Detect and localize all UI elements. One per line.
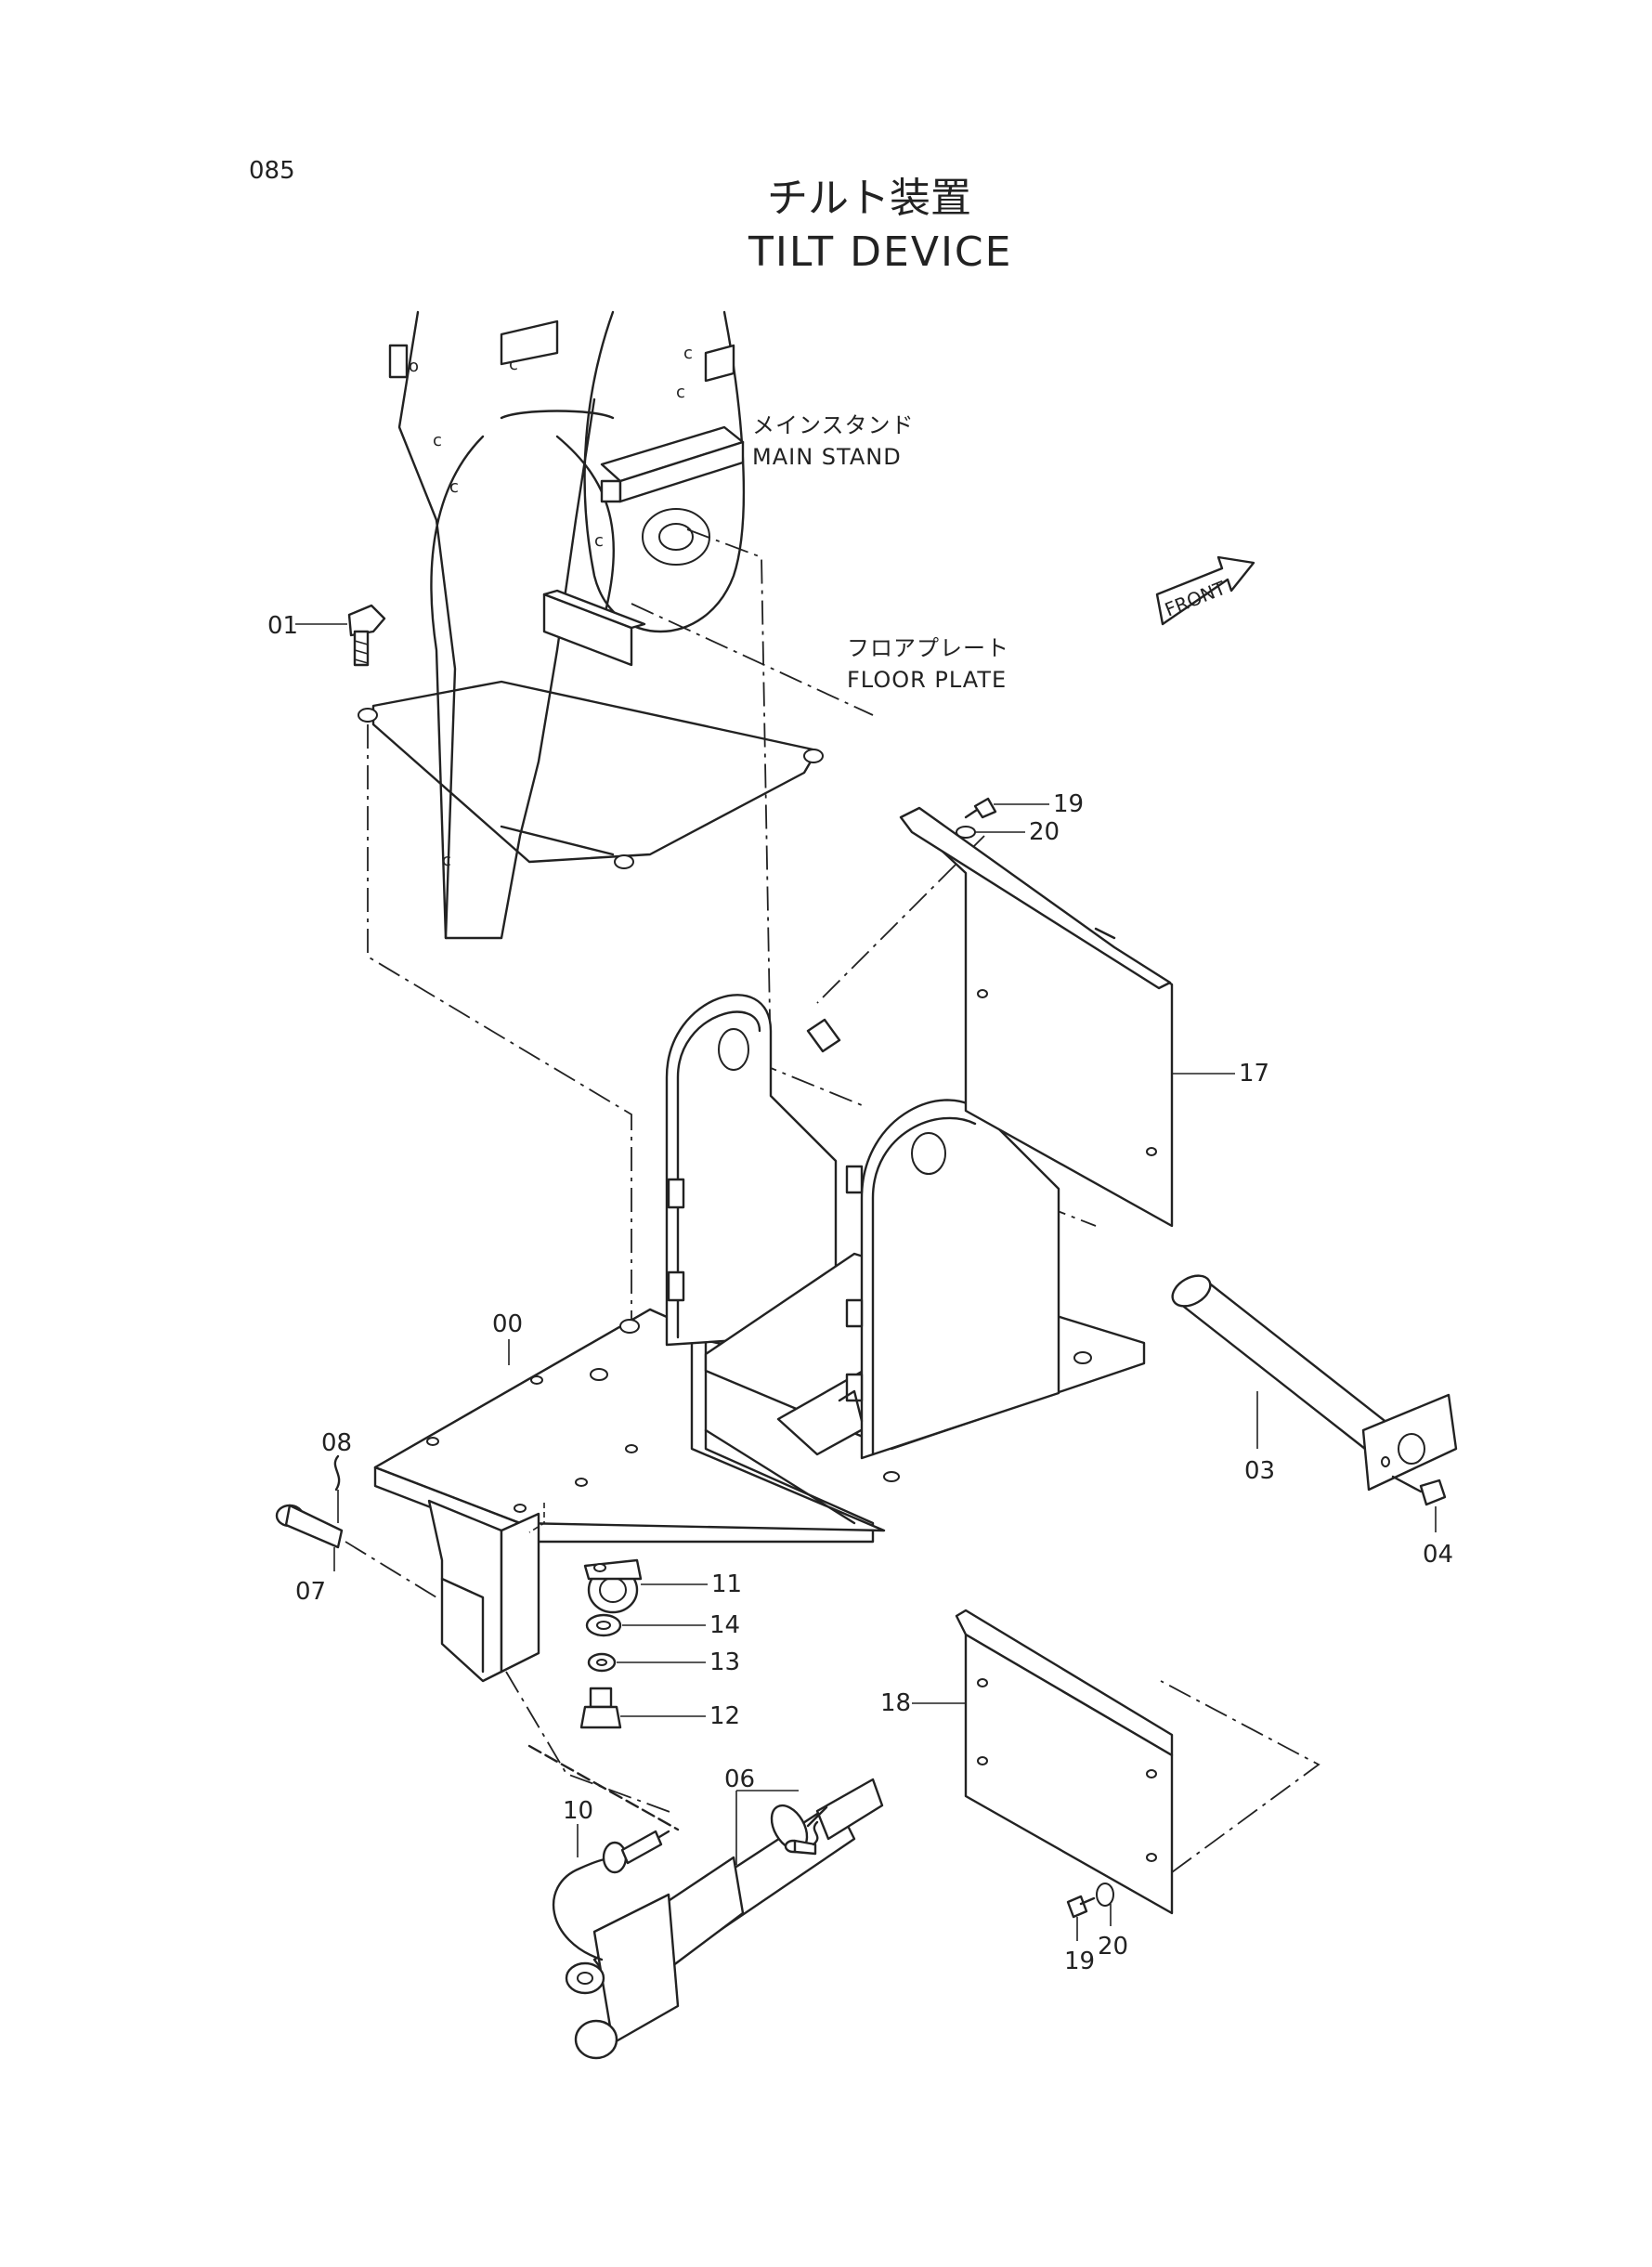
base-plate bbox=[373, 1308, 898, 1683]
bolt-04-icon bbox=[1391, 1475, 1447, 1506]
svg-text:o: o bbox=[409, 357, 419, 376]
callout-19-top: 19 bbox=[1053, 790, 1084, 818]
nut-12-icon bbox=[579, 1687, 622, 1729]
washer-14-icon bbox=[585, 1613, 622, 1637]
svg-text:c: c bbox=[449, 477, 459, 497]
svg-text:c: c bbox=[433, 431, 442, 450]
nut-cap-icon bbox=[806, 1018, 841, 1053]
left-upright bbox=[665, 994, 838, 1347]
front-arrow-icon: FRONT bbox=[1155, 555, 1255, 626]
pin-06-icon bbox=[784, 1820, 819, 1856]
callout-06: 06 bbox=[724, 1765, 755, 1793]
callout-07: 07 bbox=[295, 1578, 326, 1606]
callout-10: 10 bbox=[563, 1797, 593, 1825]
page-number: 085 bbox=[249, 157, 295, 185]
callout-01: 01 bbox=[267, 612, 298, 640]
svg-text:c: c bbox=[683, 344, 693, 363]
floor-plate-opening bbox=[358, 680, 824, 869]
callout-13: 13 bbox=[709, 1648, 740, 1676]
callout-18: 18 bbox=[880, 1689, 911, 1717]
callout-leaders bbox=[295, 623, 1437, 1941]
screw-19-top-icon bbox=[964, 797, 997, 819]
callout-17: 17 bbox=[1239, 1060, 1269, 1088]
callout-08: 08 bbox=[321, 1429, 352, 1457]
bolt-01-icon bbox=[347, 604, 386, 667]
callout-03: 03 bbox=[1244, 1457, 1275, 1485]
callout-12: 12 bbox=[709, 1702, 740, 1730]
main-stand-label-en: MAIN STAND bbox=[752, 444, 902, 470]
callout-14: 14 bbox=[709, 1611, 740, 1639]
cover-18 bbox=[955, 1609, 1320, 1915]
clamp-11-icon bbox=[583, 1558, 643, 1614]
callout-20-bottom: 20 bbox=[1098, 1933, 1128, 1961]
floor-plate-label-ja: フロアプレート bbox=[847, 635, 1009, 661]
callout-19-bottom: 19 bbox=[1064, 1948, 1095, 1975]
connector-10-icon bbox=[552, 1830, 670, 1961]
title-japanese: チルト装置 bbox=[767, 175, 971, 222]
right-upright bbox=[838, 1099, 1060, 1460]
washer-20-top-icon bbox=[956, 826, 976, 839]
svg-text:c: c bbox=[676, 383, 685, 402]
clip-08-icon bbox=[333, 1454, 341, 1523]
actuator-06 bbox=[565, 1778, 884, 2060]
washer-20-bottom-icon bbox=[1096, 1883, 1114, 1907]
main-stand-label-ja: メインスタンド bbox=[752, 412, 915, 438]
title-english: TILT DEVICE bbox=[748, 228, 1012, 276]
callout-20-top: 20 bbox=[1029, 818, 1060, 846]
pin-07-icon bbox=[275, 1504, 344, 1549]
floor-plate-label-en: FLOOR PLATE bbox=[847, 667, 1007, 693]
svg-text:c: c bbox=[509, 355, 518, 374]
washer-13-icon bbox=[587, 1652, 617, 1673]
main-stand-drawing: o c c c c c c c bbox=[388, 310, 746, 940]
callout-00: 00 bbox=[492, 1310, 523, 1338]
callout-11: 11 bbox=[711, 1570, 742, 1598]
cover-17 bbox=[899, 806, 1174, 1228]
tilt-shaft bbox=[1171, 1274, 1458, 1492]
callout-04: 04 bbox=[1423, 1541, 1453, 1569]
svg-text:c: c bbox=[442, 851, 451, 870]
svg-text:c: c bbox=[594, 531, 604, 551]
screw-19-bottom-icon bbox=[1066, 1895, 1096, 1919]
